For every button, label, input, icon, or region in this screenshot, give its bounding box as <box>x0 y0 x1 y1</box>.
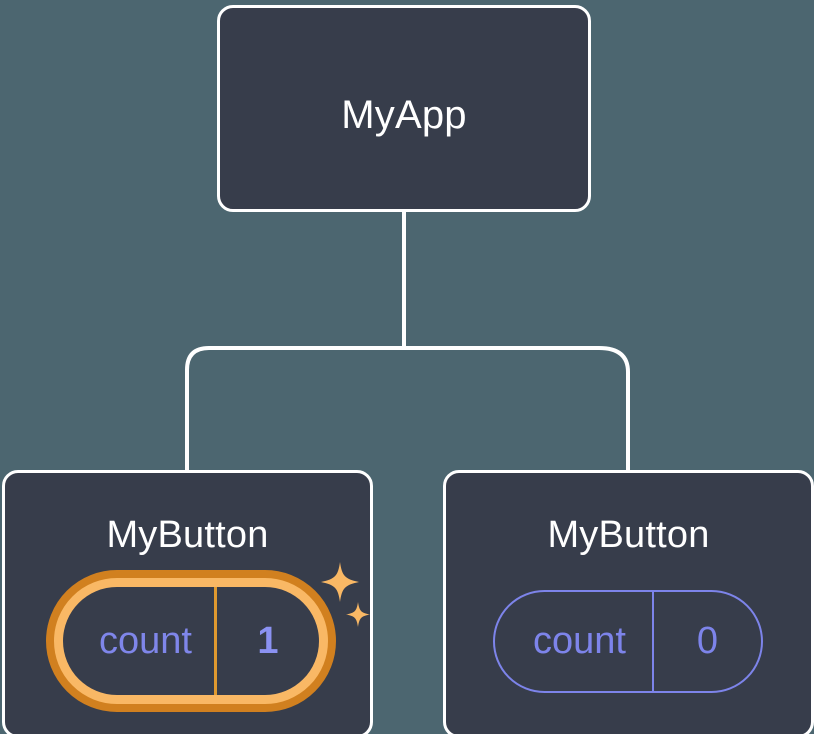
state-value-label: 1 <box>257 619 279 662</box>
component-node-label: MyButton <box>547 514 710 556</box>
connector-branch-bus <box>185 346 630 470</box>
component-node-label: MyApp <box>341 93 467 137</box>
state-value-label: 0 <box>696 620 719 662</box>
component-node-label: MyButton <box>106 514 269 556</box>
component-node-myapp[interactable]: MyApp <box>217 5 591 212</box>
state-pill-count-highlighted[interactable]: count 1 <box>46 570 336 712</box>
state-name-label: count <box>63 587 217 695</box>
state-pill-count-plain[interactable]: count 0 <box>493 590 763 693</box>
state-name-label: count <box>495 592 654 691</box>
state-pill-inner: count 1 <box>63 587 319 695</box>
